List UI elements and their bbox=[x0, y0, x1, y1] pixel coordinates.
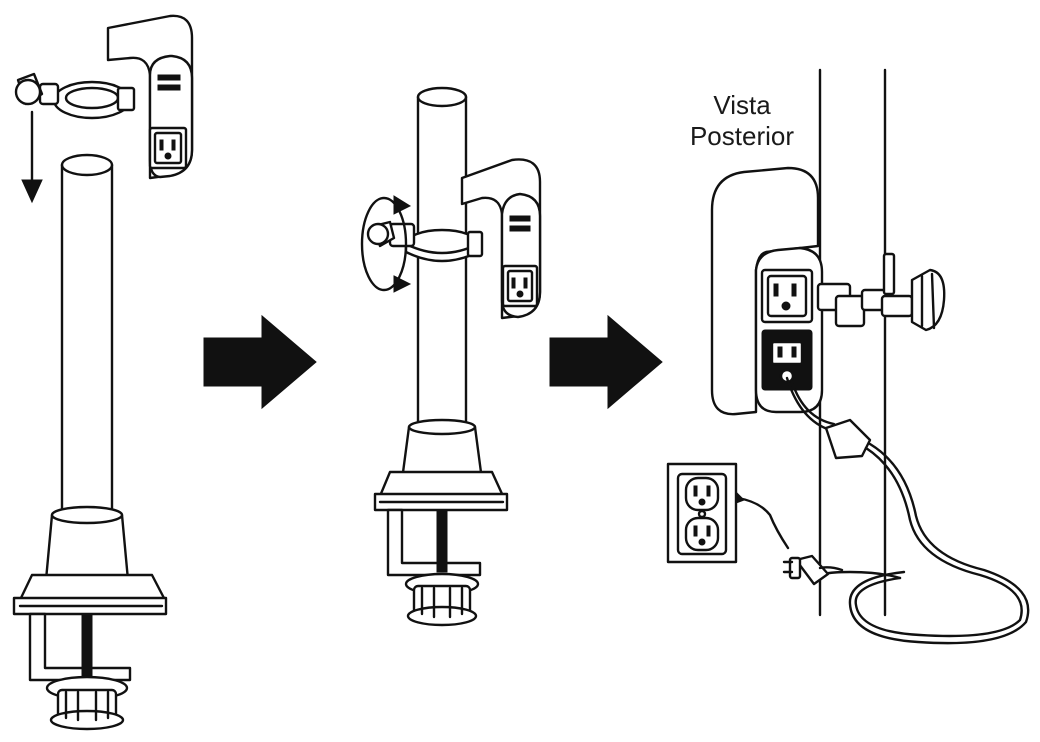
desk-clamp bbox=[12, 573, 168, 731]
view-label: Vista Posterior bbox=[672, 90, 812, 152]
power-unit bbox=[106, 14, 194, 180]
desk-clamp bbox=[373, 470, 509, 627]
rotate-arrows-icon bbox=[360, 195, 412, 293]
power-unit bbox=[710, 166, 824, 416]
pole-collar bbox=[400, 418, 484, 482]
step-2-tighten-knob bbox=[360, 86, 542, 627]
down-arrow-icon bbox=[21, 110, 43, 204]
power-unit bbox=[460, 158, 542, 320]
mount-ring bbox=[388, 222, 484, 263]
view-label-line-1: Vista bbox=[713, 90, 771, 120]
right-arrow-icon bbox=[203, 314, 317, 410]
step-3-plug-in bbox=[666, 68, 1030, 645]
power-plug-icon bbox=[782, 554, 844, 586]
pole-collar bbox=[44, 505, 130, 582]
mount-ring bbox=[14, 72, 136, 120]
view-label-line-2: Posterior bbox=[689, 121, 795, 151]
power-cord bbox=[785, 376, 1030, 645]
pole bbox=[60, 153, 114, 517]
step-1-attach-unit bbox=[12, 14, 194, 731]
pole bbox=[818, 68, 887, 617]
mount-ring bbox=[816, 252, 946, 332]
right-arrow-icon bbox=[549, 314, 663, 410]
wall-outlet-icon bbox=[666, 462, 738, 564]
